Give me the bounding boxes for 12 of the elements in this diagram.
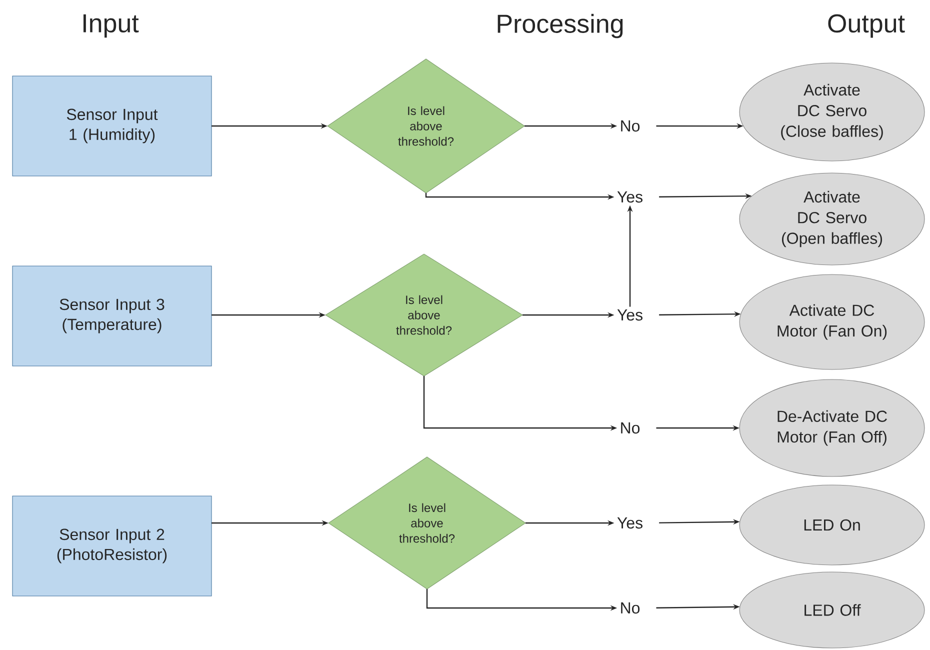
column-heading: Input bbox=[84, 14, 139, 38]
process-box: Sensor Input 3 (Temperature) bbox=[12, 266, 212, 366]
outcome-label: No bbox=[621, 422, 640, 434]
process-box: Sensor Input 2 (PhotoResistor) bbox=[12, 496, 212, 596]
outcome-label: Yes bbox=[617, 309, 642, 321]
outcome-label: Yes bbox=[617, 191, 642, 203]
outcome-label: No bbox=[621, 120, 640, 132]
outcome-label: Yes bbox=[617, 517, 642, 529]
column-heading: Output bbox=[828, 14, 905, 38]
process-box: Sensor Input 1 (Humidity) bbox=[12, 76, 212, 176]
outcome-label: No bbox=[621, 602, 640, 614]
column-heading: Processing bbox=[498, 14, 623, 38]
